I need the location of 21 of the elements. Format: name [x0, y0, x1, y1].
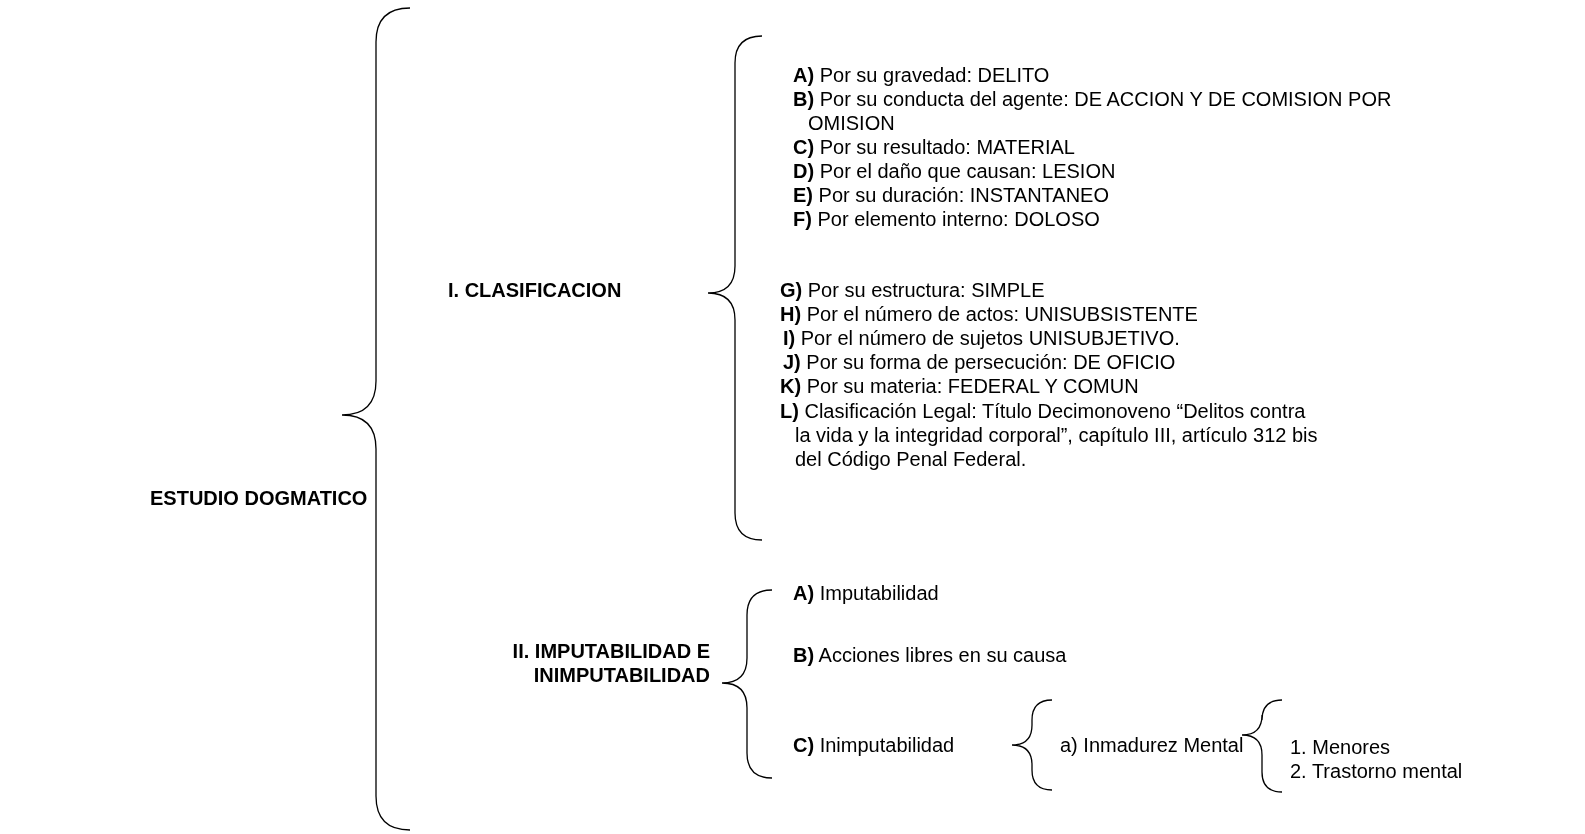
list-item-text: E) Por su duración: INSTANTANEO [793, 183, 1109, 207]
list-item-text: B) Acciones libres en su causa [793, 643, 1067, 667]
list-item-text: L) Clasificación Legal: Título Decimonoveno “Delitos contra la vida y la integridad corporal”, capítulo III, artículo 312 bis del Código Penal Federal. [780, 399, 1319, 471]
list-item-text: G) Por su estructura: SIMPLE [780, 278, 1045, 302]
heading-text: II. IMPUTABILIDAD E INIMPUTABILIDAD [511, 639, 710, 687]
heading-text: I. CLASIFICACION [448, 278, 622, 302]
list-item-text: 1. Menores [1290, 735, 1391, 759]
list-item-text: H) Por el número de actos: UNISUBSISTENTE [780, 302, 1198, 326]
list-item-text: C) Inimputabilidad [793, 733, 955, 757]
list-item-text: I) Por el número de sujetos UNISUBJETIVO. [783, 326, 1180, 350]
list-item-text: A) Imputabilidad [793, 581, 939, 605]
list-item-text: a) Inmadurez Mental [1060, 733, 1244, 757]
list-item-text: 2. Trastorno mental [1290, 759, 1463, 783]
list-item-text: K) Por su materia: FEDERAL Y COMUN [780, 374, 1139, 398]
list-item-text: F) Por elemento interno: DOLOSO [793, 207, 1100, 231]
list-item-text: C) Por su resultado: MATERIAL [793, 135, 1075, 159]
heading-text: ESTUDIO DOGMATICO [150, 486, 368, 510]
list-item-text: D) Por el daño que causan: LESION [793, 159, 1116, 183]
list-item-text: J) Por su forma de persecución: DE OFICIO [783, 350, 1176, 374]
list-item-text: B) Por su conducta del agente: DE ACCION Y DE COMISION POR OMISION [793, 87, 1393, 135]
list-item-text: A) Por su gravedad: DELITO [793, 63, 1050, 87]
